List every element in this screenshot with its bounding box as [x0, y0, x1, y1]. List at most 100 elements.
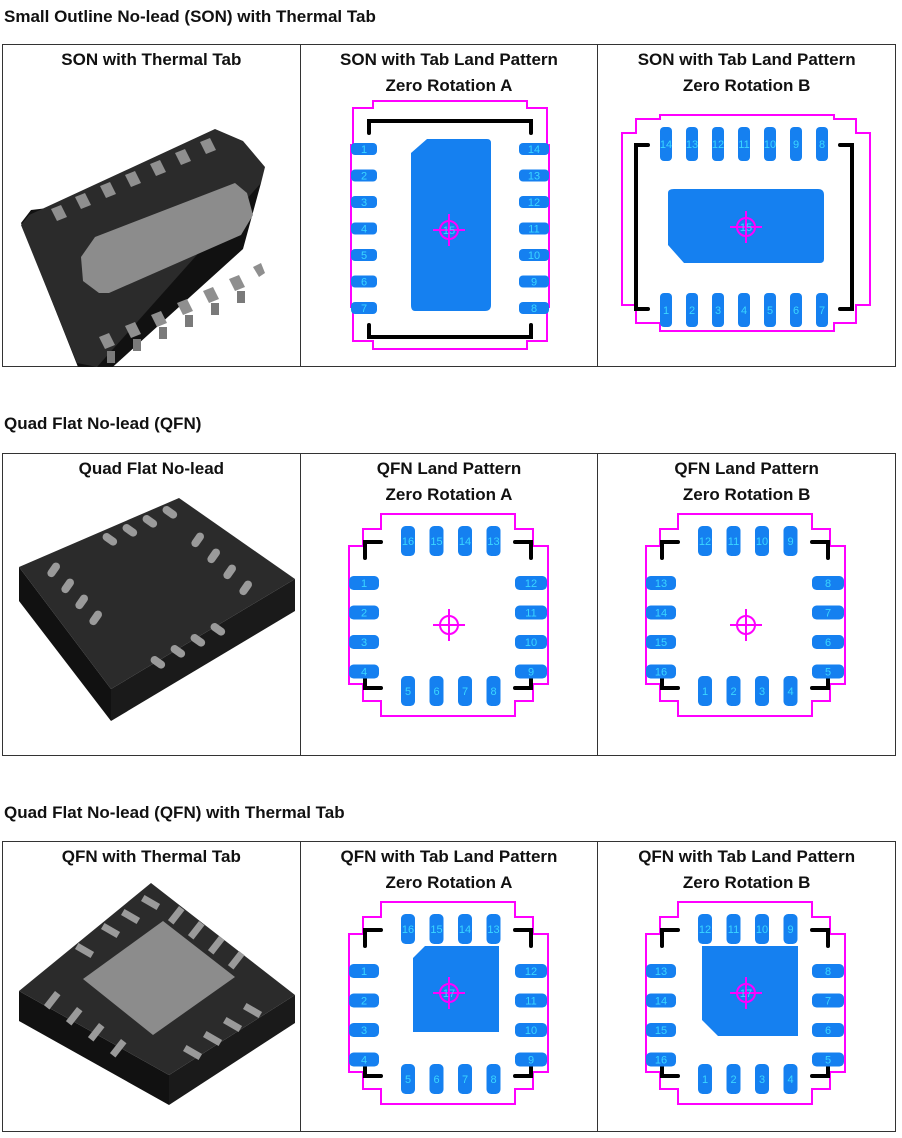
pad — [660, 293, 673, 327]
pad — [686, 293, 699, 327]
qfn-3d-cell: Quad Flat No-lead — [2, 453, 301, 756]
pad — [486, 526, 501, 556]
pad — [790, 293, 803, 327]
pin-number: 8 — [819, 139, 825, 151]
pad — [812, 1023, 845, 1037]
pin-number: 11 — [728, 924, 739, 936]
section-title-qfn: Quad Flat No-lead (QFN) — [4, 414, 202, 433]
section-title-qfn-tab: Quad Flat No-lead (QFN) with Thermal Tab — [4, 803, 345, 822]
pin-number: 2 — [731, 1074, 737, 1086]
pin-number: 10 — [756, 536, 768, 548]
pin-number: 12 — [699, 536, 711, 548]
pad — [646, 993, 677, 1008]
pin-number: 6 — [793, 305, 799, 317]
courtyard-outline — [347, 901, 549, 1105]
pin-number: 1 — [361, 578, 367, 590]
pad — [348, 605, 379, 620]
pad — [457, 676, 472, 706]
qfn-tab-3d-illustration — [19, 883, 295, 1105]
pin-number: 4 — [361, 1055, 367, 1067]
pad — [350, 169, 377, 182]
pin-number: 1 — [702, 1074, 708, 1086]
pad — [350, 275, 377, 288]
pad — [518, 222, 549, 235]
pad — [348, 964, 379, 978]
pad — [514, 993, 547, 1008]
pin-number: 9 — [793, 139, 799, 151]
pad — [514, 1023, 547, 1037]
pin-number: 7 — [361, 303, 367, 315]
pad — [726, 1064, 741, 1094]
pad — [646, 664, 677, 679]
pin-number: 3 — [759, 686, 765, 698]
pad — [783, 676, 798, 706]
pin-number: 9 — [528, 667, 534, 679]
pad — [812, 993, 845, 1008]
pad — [646, 576, 677, 590]
pad — [646, 605, 677, 620]
pad — [518, 196, 549, 208]
son-3d-illustration — [21, 129, 265, 367]
pin-number: 14 — [459, 924, 471, 936]
silkscreen-outline — [366, 119, 533, 135]
pad — [712, 127, 725, 161]
silkscreen-outline — [512, 540, 533, 560]
pad — [457, 914, 472, 944]
pin-number: 3 — [361, 197, 367, 209]
pad — [400, 1064, 415, 1094]
pin-number: 4 — [741, 305, 747, 317]
pin-number: 8 — [490, 1074, 496, 1086]
pad — [726, 526, 741, 556]
pin-number: 3 — [361, 637, 367, 649]
pin-number: 10 — [528, 250, 540, 262]
pad — [350, 302, 377, 314]
pin-number: 15 — [655, 1025, 667, 1037]
pin-number: 13 — [686, 139, 698, 151]
pin-number: 12 — [699, 924, 711, 936]
pin-number: 5 — [361, 250, 367, 262]
silkscreen-outline — [512, 928, 533, 948]
pin-number: 5 — [825, 667, 831, 679]
pin-number: 1 — [361, 144, 367, 156]
pad — [457, 526, 472, 556]
pad — [646, 964, 677, 978]
pin-number: 11 — [528, 224, 539, 236]
pin-number: 9 — [788, 536, 794, 548]
pad — [518, 275, 549, 288]
pad — [350, 196, 377, 208]
pin-number: 11 — [728, 536, 739, 548]
tab-number: 17 — [443, 988, 455, 1000]
pin-number: 10 — [764, 139, 776, 151]
pad — [646, 635, 677, 649]
pad — [646, 1023, 677, 1037]
pad — [686, 127, 699, 161]
pin-number: 3 — [361, 1025, 367, 1037]
pad — [755, 676, 770, 706]
pin-number: 6 — [825, 1025, 831, 1037]
pad — [518, 249, 549, 261]
pin-number: 7 — [462, 686, 468, 698]
pin-number: 13 — [655, 578, 667, 590]
pin-number: 12 — [712, 139, 724, 151]
pin-number: 2 — [361, 171, 367, 183]
pin-number: 1 — [702, 686, 708, 698]
pin-number: 11 — [525, 996, 536, 1008]
pin-number: 9 — [788, 924, 794, 936]
pin-number: 4 — [788, 1074, 794, 1086]
cell-title: Quad Flat No-lead — [78, 459, 225, 478]
pad — [400, 914, 415, 944]
pin-number: 16 — [655, 667, 667, 679]
pad — [764, 127, 777, 161]
qfn-3d-illustration — [19, 498, 295, 721]
pad — [698, 526, 713, 556]
